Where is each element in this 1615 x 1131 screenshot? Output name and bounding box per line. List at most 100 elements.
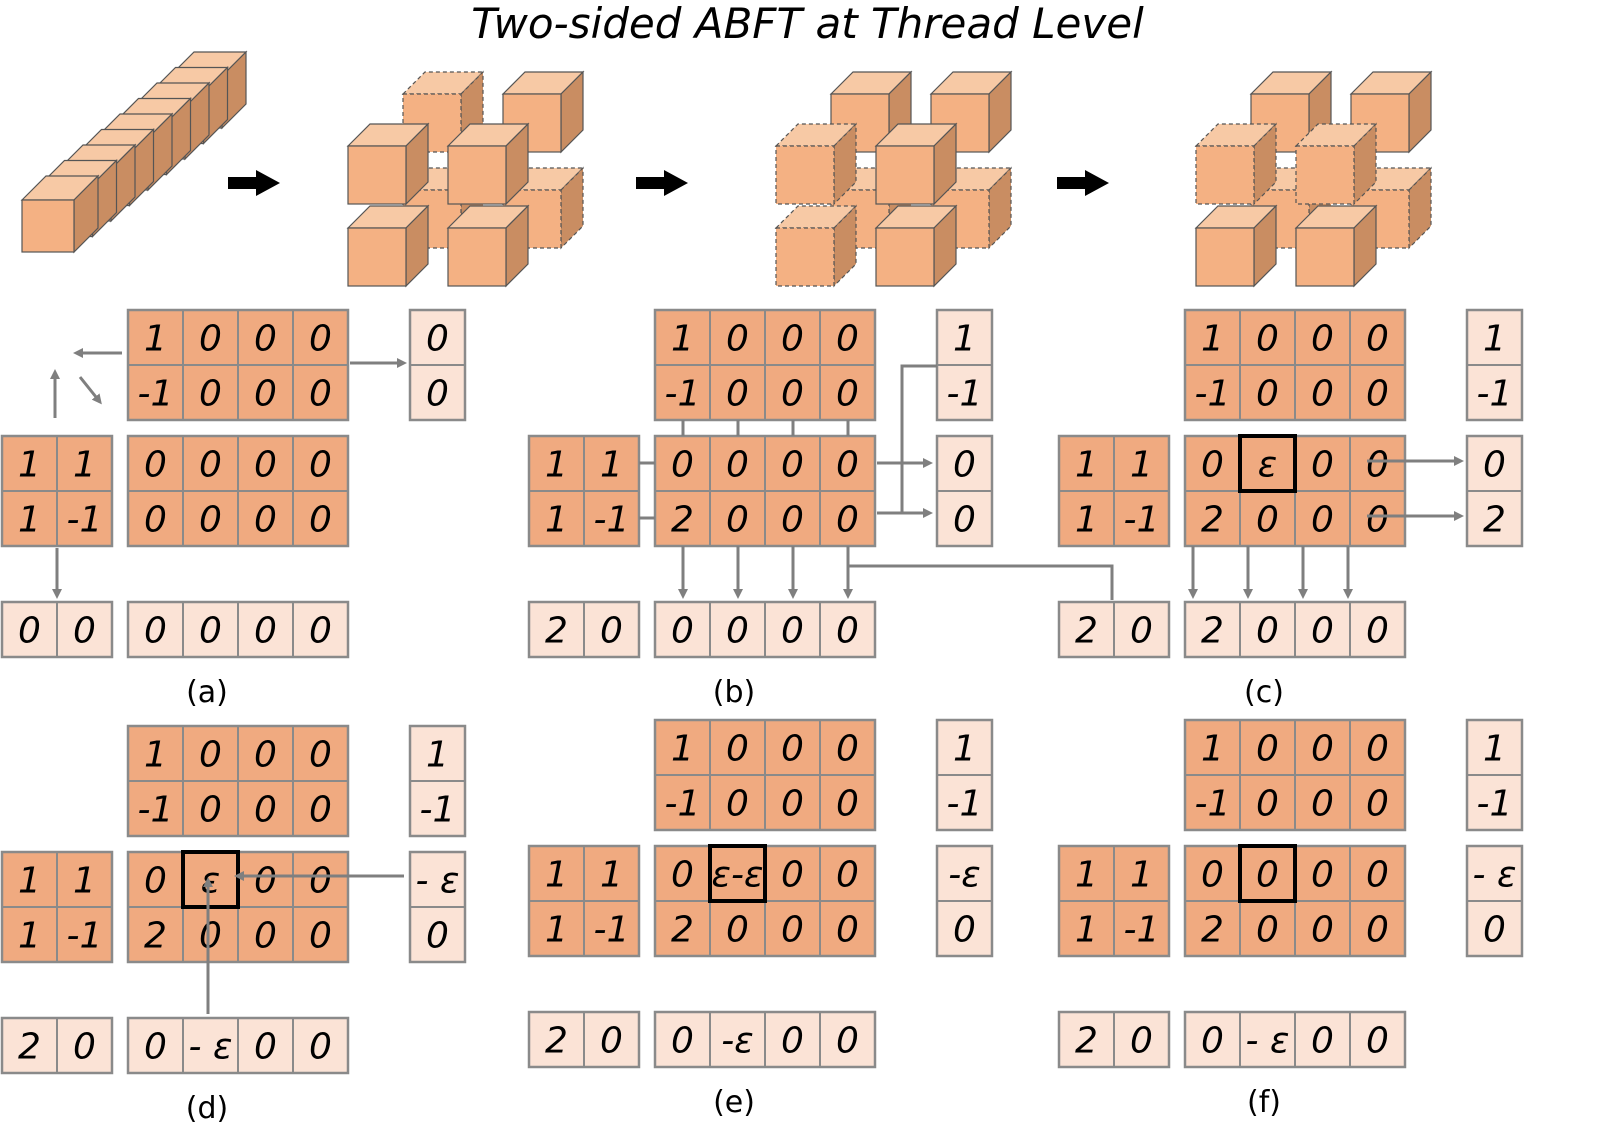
checksum-b: 1-1 xyxy=(1465,718,1524,832)
checksum-c-row-cell: 0 xyxy=(1483,910,1506,951)
matrix-c-cell: 0 xyxy=(836,500,859,541)
checksum-c-row-cell: - ε xyxy=(1473,855,1517,896)
panel-caption: (e) xyxy=(713,1085,755,1120)
matrix-b-cell: -1 xyxy=(665,784,701,825)
matrix-b-cell: 0 xyxy=(726,729,749,770)
checksum-c-col-cell: 0 xyxy=(1256,611,1279,652)
checksum-c-col-cell: 0 xyxy=(781,611,804,652)
cube-icon xyxy=(1194,122,1278,206)
matrix-a-cell: 1 xyxy=(1130,855,1153,896)
matrix-c-cell: ε xyxy=(201,861,220,902)
checksum-arrows xyxy=(50,348,1464,1014)
matrix-c-cell: 0 xyxy=(144,500,167,541)
checksum-c-row: - ε 0 xyxy=(1465,844,1524,958)
checksum-a-cell: 2 xyxy=(545,611,568,652)
matrix-a-cell: 1 xyxy=(1075,445,1098,486)
checksum-c-col-cell: -ε xyxy=(721,1021,753,1062)
checksum-c-row-cell: 2 xyxy=(1483,500,1506,541)
checksum-c-row: 02 xyxy=(1465,434,1524,548)
matrix-c-cell: 0 xyxy=(1201,445,1224,486)
panel-caption: (f) xyxy=(1247,1085,1281,1120)
matrix-b-cell: 0 xyxy=(199,790,222,831)
matrix-c-cell: 0 xyxy=(144,445,167,486)
matrix-a-cell: 1 xyxy=(1075,500,1098,541)
matrix-b-cell: 1 xyxy=(671,319,694,360)
matrix-a-cell: 1 xyxy=(545,910,568,951)
checksum-c-col-cell: - ε xyxy=(189,1027,233,1068)
checksum-c-row-cell: 0 xyxy=(953,910,976,951)
matrix-a-cell: -1 xyxy=(1124,500,1160,541)
checksum-b-cell: -1 xyxy=(1477,374,1513,415)
matrix-c-cell: 0 xyxy=(726,910,749,951)
checksum-c-col-cell: 0 xyxy=(1366,611,1389,652)
checksum-a-cell: 2 xyxy=(545,1021,568,1062)
matrix-c-cell: 0 xyxy=(1311,910,1334,951)
checksum-c-col-cell: 0 xyxy=(254,611,277,652)
matrix-c-cell: 0 xyxy=(1201,855,1224,896)
matrix-a-cell: 1 xyxy=(18,500,41,541)
checksum-b: 1-1 xyxy=(935,718,994,832)
matrix-c-cell: 0 xyxy=(1366,445,1389,486)
matrix-c-cell: 0 xyxy=(1256,500,1279,541)
matrix-c-cell: ε-ε xyxy=(712,855,764,896)
matrix-b-cell: 0 xyxy=(199,735,222,776)
cube-icon xyxy=(1294,122,1378,206)
matrix-b-cell: 0 xyxy=(781,784,804,825)
checksum-b-cell: 1 xyxy=(1483,729,1506,770)
checksum-a-cell: 0 xyxy=(1130,611,1153,652)
checksum-b: 1-1 xyxy=(1465,308,1524,422)
checksum-b: 1-1 xyxy=(408,724,467,838)
checksum-c-col-cell: 0 xyxy=(836,611,859,652)
matrix-a-cell: -1 xyxy=(67,500,103,541)
checksum-a-cell: 0 xyxy=(600,611,623,652)
matrix-c-cell: 0 xyxy=(309,916,332,957)
matrix-b-cell: 0 xyxy=(726,784,749,825)
matrix-c-cell: 0 xyxy=(836,445,859,486)
matrix-c-cell: 0 xyxy=(144,861,167,902)
cube-icon xyxy=(1294,204,1378,288)
cube-icon xyxy=(1249,70,1333,154)
matrix-c-cell: 0 xyxy=(1311,445,1334,486)
matrix-a-cell: 1 xyxy=(18,916,41,957)
checksum-c-col-cell: 0 xyxy=(199,611,222,652)
checksum-c-row-cell: 0 xyxy=(1483,445,1506,486)
matrix-b-cell: -1 xyxy=(1195,784,1231,825)
matrix-b-cell: -1 xyxy=(1195,374,1231,415)
matrix-a-cell: 1 xyxy=(1075,910,1098,951)
right-arrow-icon xyxy=(228,170,280,196)
matrix-b-cell: -1 xyxy=(138,374,174,415)
matrix-c-cell: 0 xyxy=(254,445,277,486)
matrix-c-cell: 2 xyxy=(1201,910,1224,951)
matrix-c-cell: 0 xyxy=(309,445,332,486)
matrix-b-cell: 0 xyxy=(836,374,859,415)
checksum-b: 00 xyxy=(408,308,467,422)
flow-line xyxy=(848,564,1114,600)
matrix-c-cell: 0 xyxy=(254,916,277,957)
matrix-b-cell: 0 xyxy=(309,790,332,831)
matrix-c-cell: ε xyxy=(1258,445,1277,486)
checksum-c-row-cell: -ε xyxy=(948,855,980,896)
checksum-c-col-cell: 0 xyxy=(254,1027,277,1068)
matrix-b-cell: 0 xyxy=(1256,319,1279,360)
checksum-c-col-cell: 0 xyxy=(144,611,167,652)
panel-caption: (d) xyxy=(186,1091,228,1126)
checksum-b-cell: 1 xyxy=(426,735,449,776)
matrix-c-cell: 0 xyxy=(1366,855,1389,896)
flow-line xyxy=(900,364,937,513)
checksum-c-col-cell: 0 xyxy=(781,1021,804,1062)
